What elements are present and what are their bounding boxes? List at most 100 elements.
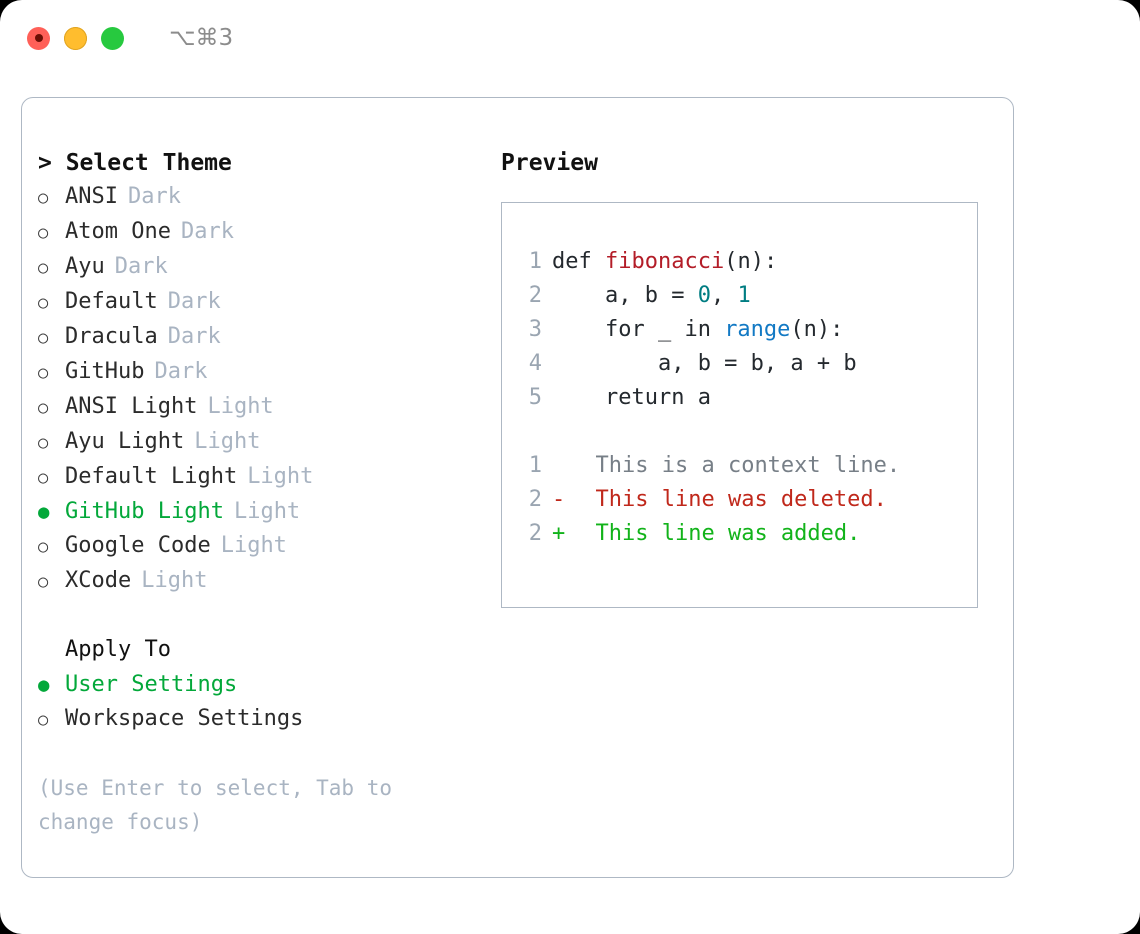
radio-selected-icon: ● <box>38 501 50 523</box>
code-token: for _ in <box>552 317 725 342</box>
line-number: 2 <box>528 283 542 308</box>
code-text: for _ in range(n): <box>552 313 843 347</box>
radio-icon: ○ <box>38 398 49 418</box>
theme-picker-panel: > Select Theme ○ ANSI Dark ○ Atom One Da… <box>21 97 1014 878</box>
code-token: (n): <box>724 249 778 274</box>
keyboard-shortcut-label: ⌥⌘3 <box>169 25 234 51</box>
code-text: a, b = b, a + b <box>552 351 857 376</box>
theme-kind-badge: Light <box>233 499 301 524</box>
theme-kind-badge: Light <box>141 568 208 593</box>
theme-kind-badge: Light <box>194 429 261 454</box>
theme-kind-badge: Light <box>207 394 274 419</box>
line-number: 3 <box>528 317 542 342</box>
code-token: (n): <box>790 317 844 342</box>
code-token: a, b = <box>552 283 698 308</box>
diff-line-deleted: 2 - This line was deleted. <box>516 483 977 517</box>
theme-list-item-ansi-dark[interactable]: ○ ANSI Dark <box>38 180 478 215</box>
diff-line-context: 1 This is a context line. <box>516 449 977 483</box>
theme-name: GitHub <box>65 359 145 384</box>
code-token: , <box>710 283 738 308</box>
preview-heading: Preview <box>501 150 598 176</box>
close-window-button[interactable] <box>27 26 50 50</box>
minimize-window-button[interactable] <box>64 26 87 50</box>
code-token-call: range <box>724 317 791 342</box>
diff-line-added: 2 + This line was added. <box>516 517 977 551</box>
select-theme-heading: > Select Theme <box>38 150 232 176</box>
theme-list-column: > Select Theme ○ ANSI Dark ○ Atom One Da… <box>38 146 478 839</box>
theme-name: Google Code <box>65 533 211 558</box>
apply-to-heading: ○ Apply To <box>38 633 478 668</box>
code-text: def fibonacci(n): <box>552 245 777 279</box>
theme-list-item-ansi-light[interactable]: ○ ANSI Light Light <box>38 390 478 425</box>
code-line: 2 a, b = 0, 1 <box>516 279 977 313</box>
theme-kind-badge: Dark <box>167 289 221 314</box>
code-line: 1 def fibonacci(n): <box>516 245 977 279</box>
theme-kind-badge: Dark <box>180 219 234 244</box>
panel-columns: > Select Theme ○ ANSI Dark ○ Atom One Da… <box>22 98 1013 877</box>
radio-icon: ○ <box>38 363 49 383</box>
theme-kind-badge: Dark <box>114 254 168 279</box>
code-line: 3 for _ in range(n): <box>516 313 977 347</box>
apply-to-label: Apply To <box>65 637 171 662</box>
radio-icon: ○ <box>38 258 49 278</box>
radio-icon: ○ <box>38 433 49 453</box>
radio-icon: ○ <box>38 188 49 208</box>
theme-kind-badge: Dark <box>167 324 221 349</box>
preview-column: Preview 1 def fibonacci(n): 2 a, b = 0, … <box>501 146 991 608</box>
radio-icon: ○ <box>38 710 49 730</box>
theme-name: ANSI <box>65 184 118 209</box>
theme-list-item-ayu-dark[interactable]: ○ Ayu Dark <box>38 250 478 285</box>
theme-name: Dracula <box>65 324 158 349</box>
apply-to-option-user-settings[interactable]: ● User Settings <box>38 668 478 702</box>
diff-sign: + <box>552 521 566 546</box>
theme-list-item-dracula-dark[interactable]: ○ Dracula Dark <box>38 320 478 355</box>
theme-list-item-github-light[interactable]: ● GitHub Light Light <box>38 495 478 529</box>
line-number: 1 <box>528 453 542 478</box>
theme-name: Atom One <box>65 219 171 244</box>
theme-kind-badge: Light <box>247 464 314 489</box>
zoom-window-button[interactable] <box>101 26 124 50</box>
line-number: 1 <box>528 249 542 274</box>
theme-list-item-default-dark[interactable]: ○ Default Dark <box>38 285 478 320</box>
theme-name: XCode <box>65 568 132 593</box>
diff-body: This is a context line. <box>595 453 901 478</box>
radio-icon: ○ <box>38 223 49 243</box>
apply-to-option-workspace-settings[interactable]: ○ Workspace Settings <box>38 702 478 737</box>
preview-box: 1 def fibonacci(n): 2 a, b = 0, 1 3 for … <box>501 202 978 608</box>
radio-icon: ○ <box>38 572 49 592</box>
diff-text: - This line was deleted. <box>552 483 887 517</box>
theme-name: ANSI Light <box>65 394 198 419</box>
radio-selected-icon: ● <box>38 674 50 696</box>
theme-list-item-github-dark[interactable]: ○ GitHub Dark <box>38 355 478 390</box>
line-number: 5 <box>528 385 542 410</box>
theme-kind-badge: Dark <box>154 359 208 384</box>
diff-text: This is a context line. <box>552 449 901 483</box>
theme-name: Ayu <box>65 254 105 279</box>
theme-name: Default Light <box>65 464 238 489</box>
theme-list-item-default-light[interactable]: ○ Default Light Light <box>38 460 478 495</box>
line-number: 4 <box>528 351 542 376</box>
code-blank-line <box>516 415 977 449</box>
theme-kind-badge: Light <box>220 533 287 558</box>
theme-list-item-google-code-light[interactable]: ○ Google Code Light <box>38 529 478 564</box>
code-token-function: fibonacci <box>604 249 725 274</box>
code-token-number: 0 <box>697 283 711 308</box>
diff-body: This line was added. <box>595 521 861 546</box>
theme-name: Ayu Light <box>65 429 185 454</box>
code-line: 5 return a <box>516 381 977 415</box>
radio-icon: ○ <box>38 328 49 348</box>
diff-text: + This line was added. <box>552 517 860 551</box>
radio-icon: ○ <box>38 293 49 313</box>
theme-list-item-ayu-light[interactable]: ○ Ayu Light Light <box>38 425 478 460</box>
theme-list-item-xcode-light[interactable]: ○ XCode Light <box>38 564 478 599</box>
diff-body: This line was deleted. <box>595 487 887 512</box>
theme-list-item-atom-one-dark[interactable]: ○ Atom One Dark <box>38 215 478 250</box>
apply-to-indent: ○ <box>38 634 65 668</box>
apply-to-option-label: Workspace Settings <box>65 706 304 731</box>
theme-kind-badge: Dark <box>127 184 181 209</box>
theme-name: GitHub Light <box>65 499 224 524</box>
code-token-number: 1 <box>737 283 751 308</box>
code-line: 4 a, b = b, a + b <box>516 347 977 381</box>
code-text: a, b = 0, 1 <box>552 279 751 313</box>
